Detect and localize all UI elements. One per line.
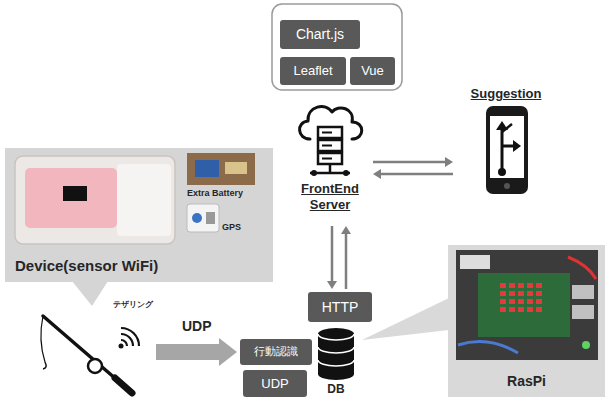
fishing-rod-node: テザリング (35, 300, 153, 397)
protocol-tag: HTTP (308, 292, 372, 322)
arrow-head (327, 281, 337, 289)
arrow-shaft (373, 161, 445, 164)
database-node: DB (316, 326, 356, 398)
device-panel: Device(sensor WiFi) (5, 148, 273, 282)
node-text: HTTP (322, 299, 359, 316)
smartphone-node: Suggestion (456, 86, 556, 206)
part-caption: GPS (222, 222, 241, 233)
node-text: テザリング (113, 300, 153, 310)
node-text: 行動認識 (254, 345, 298, 358)
arrow-head (341, 226, 351, 234)
arrow-head (445, 157, 453, 167)
process-tag: 行動認識 (240, 339, 312, 365)
framework-tag: Chart.js (280, 20, 360, 49)
arrow-head (373, 169, 381, 179)
node-text: Leaflet (293, 63, 332, 79)
part-caption: Extra Battery (187, 188, 243, 199)
node-text: Suggestion (471, 86, 542, 102)
connector-arrow (327, 226, 351, 289)
framework-group-box (272, 4, 402, 90)
node-text: RasPi (507, 373, 546, 390)
cloud-server-icon (290, 95, 370, 181)
protocol-tag: UDP (243, 370, 307, 397)
node-text: DB (327, 382, 344, 396)
block-arrow (156, 338, 237, 366)
connector-arrow (373, 157, 453, 179)
callout-pointer (72, 281, 108, 306)
node-text: FrontEnd Server (290, 181, 370, 212)
callout-pointer (362, 298, 449, 340)
raspi-panel: RasPi (448, 245, 605, 397)
node-text: Vue (361, 63, 384, 79)
node-text: UDP (261, 376, 288, 392)
fishing-rod-icon (35, 300, 153, 397)
connector-arrow (156, 338, 237, 366)
framework-tag: Leaflet (280, 57, 346, 85)
arrow-shaft (345, 234, 348, 289)
edge-label: UDP (180, 318, 214, 335)
smartphone-icon (456, 102, 556, 198)
database-cylinder (316, 326, 356, 382)
arrow-shaft (331, 226, 334, 281)
node-text: Device(sensor WiFi) (15, 257, 263, 275)
node-text: Chart.js (296, 26, 344, 43)
arrow-shaft (381, 173, 453, 176)
framework-tag: Vue (350, 57, 395, 85)
server-node: FrontEnd Server (290, 95, 370, 223)
